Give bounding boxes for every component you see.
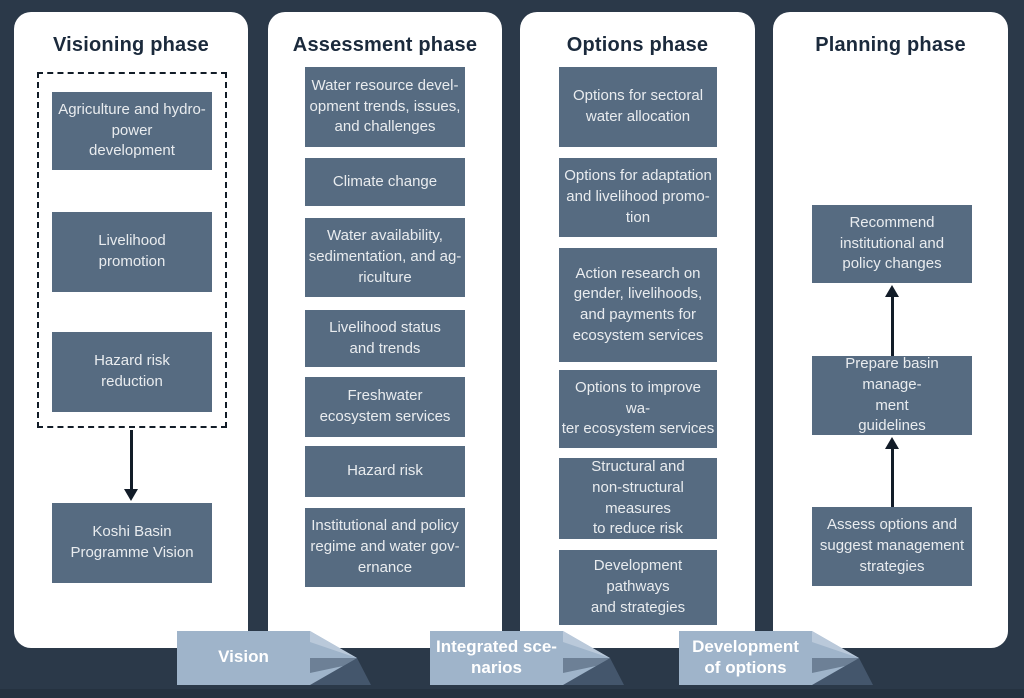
diagram-box: Options for adaptation and livelihood pr… xyxy=(559,158,717,237)
diagram-box: Assess options and suggest management st… xyxy=(812,507,972,586)
diagram-box: Hazard risk xyxy=(305,446,465,497)
column-planning-phase: Planning phase Recommend institutional a… xyxy=(773,12,1008,648)
flow-arrow-label: Vision xyxy=(218,647,269,667)
up-arrow-stem xyxy=(891,295,894,356)
diagram-box: Water resource devel- opment trends, iss… xyxy=(305,67,465,147)
flow-arrow-integrated-scenarios: Integrated sce- narios xyxy=(430,629,630,687)
diagram-box: Livelihood promotion xyxy=(52,212,212,292)
flow-arrow-development-of-options: Development of options xyxy=(679,629,879,687)
flow-arrow-label: Integrated sce- narios xyxy=(436,636,557,677)
column-visioning-phase: Visioning phase Agriculture and hydro- p… xyxy=(14,12,248,648)
diagram-box: Water availability, sedimentation, and a… xyxy=(305,218,465,297)
diagram-box: Options to improve wa- ter ecosystem ser… xyxy=(559,370,717,448)
flow-arrow-vision: Vision xyxy=(177,629,377,687)
diagram-box: Institutional and policy regime and wate… xyxy=(305,508,465,587)
diagram-box: Prepare basin manage- ment guidelines xyxy=(812,355,972,435)
visioning-dashed-group xyxy=(37,72,227,428)
diagram-box: Agriculture and hydro- power development xyxy=(52,92,212,170)
diagram-box: Freshwater ecosystem services xyxy=(305,377,465,437)
bottom-edge-strip xyxy=(0,689,1024,698)
column-options-phase: Options phase Options for sectoral water… xyxy=(520,12,755,648)
right-arrow-icon xyxy=(430,631,624,685)
diagram-box: Hazard risk reduction xyxy=(52,332,212,412)
diagram-box: Structural and non-structural measures t… xyxy=(559,458,717,539)
right-arrow-icon xyxy=(177,631,371,685)
up-arrow-stem xyxy=(891,447,894,507)
diagram-box-result: Koshi Basin Programme Vision xyxy=(52,503,212,583)
up-arrow-head-icon xyxy=(885,285,899,297)
column-title: Options phase xyxy=(566,34,709,56)
down-arrow-stem xyxy=(130,430,133,490)
diagram-box: Options for sectoral water allocation xyxy=(559,67,717,147)
down-arrow-head-icon xyxy=(124,489,138,501)
diagram-box: Development pathways and strategies xyxy=(559,550,717,625)
column-assessment-phase: Assessment phase Water resource devel- o… xyxy=(268,12,502,648)
diagram-box: Livelihood status and trends xyxy=(305,310,465,367)
column-title: Assessment phase xyxy=(292,34,478,56)
column-title: Planning phase xyxy=(815,34,966,56)
diagram-box: Climate change xyxy=(305,158,465,206)
diagram-box: Recommend institutional and policy chang… xyxy=(812,205,972,283)
column-title: Visioning phase xyxy=(53,34,209,56)
diagram-box: Action research on gender, livelihoods, … xyxy=(559,248,717,362)
up-arrow-head-icon xyxy=(885,437,899,449)
right-arrow-icon xyxy=(679,631,873,685)
flow-arrow-label: Development of options xyxy=(692,636,799,677)
